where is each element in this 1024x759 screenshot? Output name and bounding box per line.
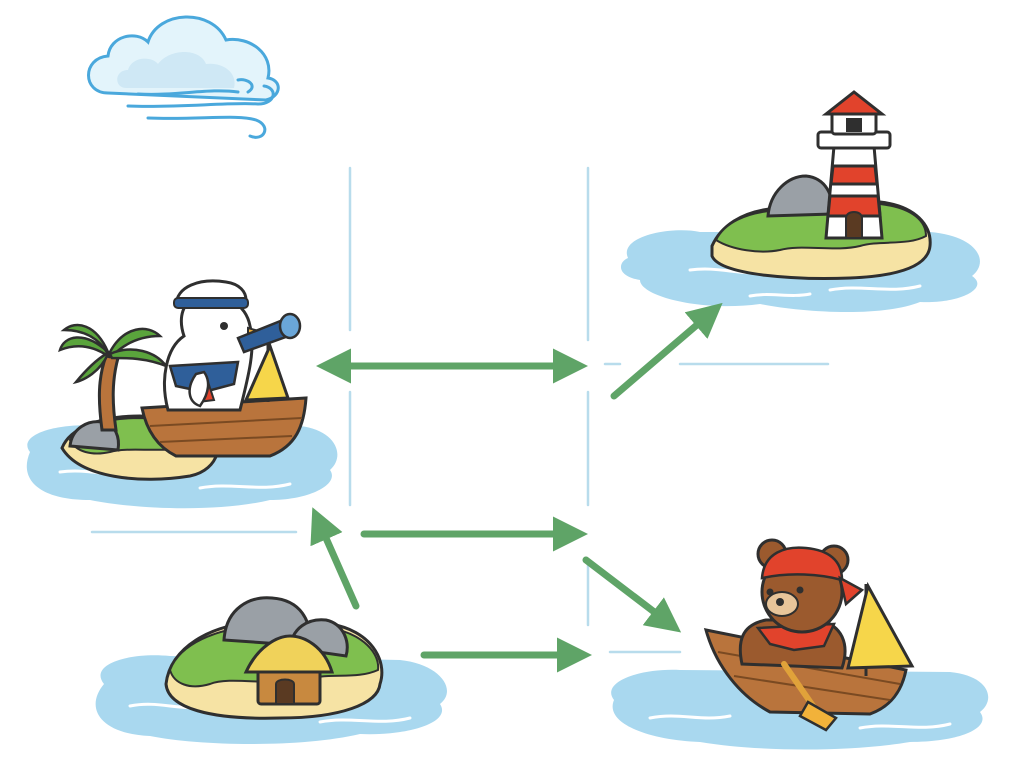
bear-rowboat-icon: [611, 538, 989, 750]
arrow-center-lighthouse: [610, 302, 723, 400]
lighthouse-island-icon: [620, 90, 980, 313]
sailor-bird-boat-icon: [26, 279, 338, 509]
hut-island-icon: [95, 596, 447, 744]
grid-lines: [90, 166, 830, 654]
wind-cloud-icon: [87, 15, 280, 139]
arrow-center-bear: [582, 556, 682, 633]
arrow-hut-bird: [310, 507, 360, 610]
arrows: [310, 302, 723, 673]
